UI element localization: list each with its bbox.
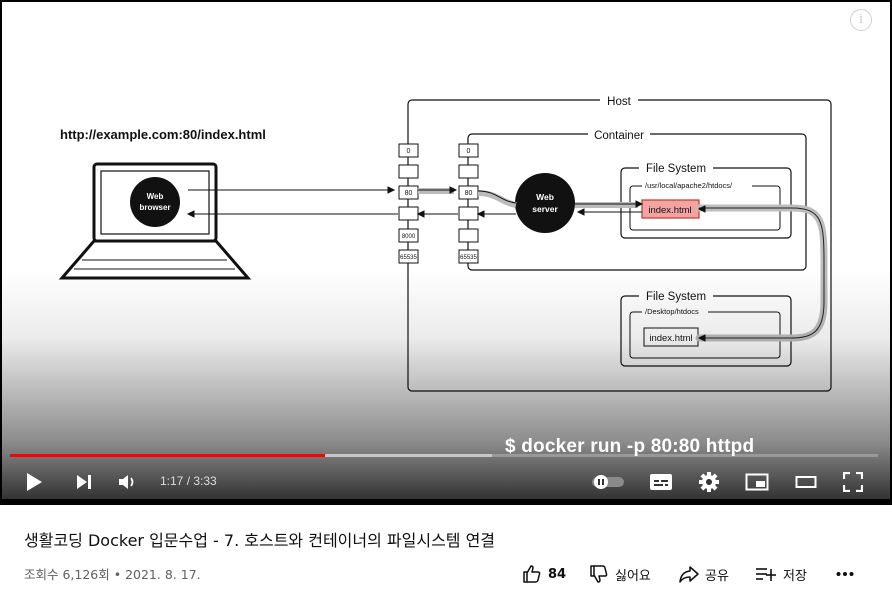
container-port-label: 80 bbox=[465, 190, 473, 197]
container-port-box bbox=[458, 143, 479, 158]
container-port-box bbox=[458, 206, 479, 221]
time-display: 1:17 / 3:33 bbox=[160, 474, 217, 488]
host-port-box bbox=[398, 143, 419, 158]
view-count-date: 조회수 6,126회 • 2021. 8. 17. bbox=[24, 567, 201, 582]
laptop-illustration bbox=[58, 162, 252, 280]
video-frame[interactable]: http://example.com:80/index.html Web bro… bbox=[2, 2, 890, 499]
host-port-label: 8000 bbox=[402, 234, 416, 240]
video-player[interactable]: http://example.com:80/index.html Web bro… bbox=[0, 0, 892, 505]
host-port-label: 0 bbox=[407, 148, 411, 155]
autoplay-toggle-icon bbox=[592, 475, 624, 489]
like-button[interactable]: 84 bbox=[522, 562, 566, 586]
subtitles-button[interactable] bbox=[646, 468, 676, 496]
host-label: Host bbox=[607, 96, 631, 108]
dislike-button[interactable]: 싫어요 bbox=[589, 562, 651, 586]
like-icon bbox=[523, 565, 541, 583]
container-path: /usr/local/apache2/htdocs/ bbox=[645, 181, 733, 190]
video-title: 생활코딩 Docker 입문수업 - 7. 호스트와 컨테이너의 파일시스템 연… bbox=[24, 531, 496, 550]
host-port-box bbox=[398, 249, 419, 264]
autoplay-toggle[interactable] bbox=[590, 468, 628, 496]
settings-button[interactable] bbox=[694, 468, 724, 496]
host-port-box bbox=[398, 206, 419, 221]
container-index-file-label: index.html bbox=[648, 205, 691, 216]
mount-link bbox=[695, 204, 828, 342]
theater-mode-button[interactable] bbox=[790, 468, 822, 496]
server-label-line2: server bbox=[532, 204, 558, 214]
host-filesystem-label: File System bbox=[646, 291, 706, 303]
host-port-list: 0 80 8000 65535 bbox=[398, 143, 419, 264]
host-port-box bbox=[398, 164, 419, 179]
miniplayer-button[interactable] bbox=[741, 468, 773, 496]
docker-diagram: http://example.com:80/index.html Web bro… bbox=[58, 94, 832, 392]
more-icon bbox=[836, 572, 854, 576]
volume-button[interactable] bbox=[114, 468, 142, 496]
like-count: 84 bbox=[548, 566, 567, 582]
web-server-circle bbox=[515, 173, 575, 233]
share-icon bbox=[679, 566, 699, 583]
subtitles-icon bbox=[650, 474, 672, 490]
miniplayer-icon bbox=[745, 473, 769, 491]
container-port-box bbox=[458, 228, 479, 243]
host-port-label: 80 bbox=[405, 190, 413, 197]
more-actions-button[interactable] bbox=[836, 562, 854, 586]
container-port-box bbox=[458, 249, 479, 264]
browser-label-line1: Web bbox=[147, 192, 164, 201]
next-icon bbox=[77, 475, 91, 489]
fullscreen-button[interactable] bbox=[838, 468, 868, 496]
container-port-box bbox=[458, 164, 479, 179]
settings-icon bbox=[699, 472, 719, 492]
host-path: /Desktop/htdocs bbox=[645, 307, 699, 316]
save-icon bbox=[756, 568, 776, 581]
container-filesystem-label: File System bbox=[646, 163, 706, 175]
volume-icon bbox=[119, 475, 134, 489]
progress-played bbox=[10, 454, 326, 457]
save-button[interactable]: 저장 bbox=[755, 562, 807, 586]
info-icon[interactable]: i bbox=[850, 9, 872, 31]
server-label-line1: Web bbox=[536, 192, 554, 202]
container-port-label: 65535 bbox=[460, 255, 477, 261]
save-label: 저장 bbox=[783, 568, 807, 584]
theater-icon bbox=[795, 476, 817, 488]
next-button[interactable] bbox=[70, 468, 98, 496]
fullscreen-icon bbox=[843, 472, 863, 492]
host-port-label: 65535 bbox=[400, 255, 417, 261]
container-port-list: 0 80 65535 bbox=[458, 143, 479, 264]
play-icon bbox=[27, 473, 42, 491]
share-button[interactable]: 공유 bbox=[679, 562, 729, 586]
host-port-box bbox=[398, 228, 419, 243]
traffic-arrows bbox=[186, 186, 706, 342]
browser-label-line2: browser bbox=[139, 203, 170, 212]
progress-bar[interactable] bbox=[10, 454, 878, 457]
docker-command-text: $ docker run -p 80:80 httpd bbox=[505, 436, 755, 457]
play-button[interactable] bbox=[20, 468, 48, 496]
dislike-icon bbox=[590, 565, 608, 583]
host-index-file-label: index.html bbox=[649, 333, 692, 344]
url-text: http://example.com:80/index.html bbox=[60, 127, 266, 142]
container-label: Container bbox=[594, 130, 644, 142]
dislike-label: 싫어요 bbox=[615, 568, 651, 584]
share-label: 공유 bbox=[705, 568, 729, 584]
container-port-label: 0 bbox=[467, 148, 471, 155]
